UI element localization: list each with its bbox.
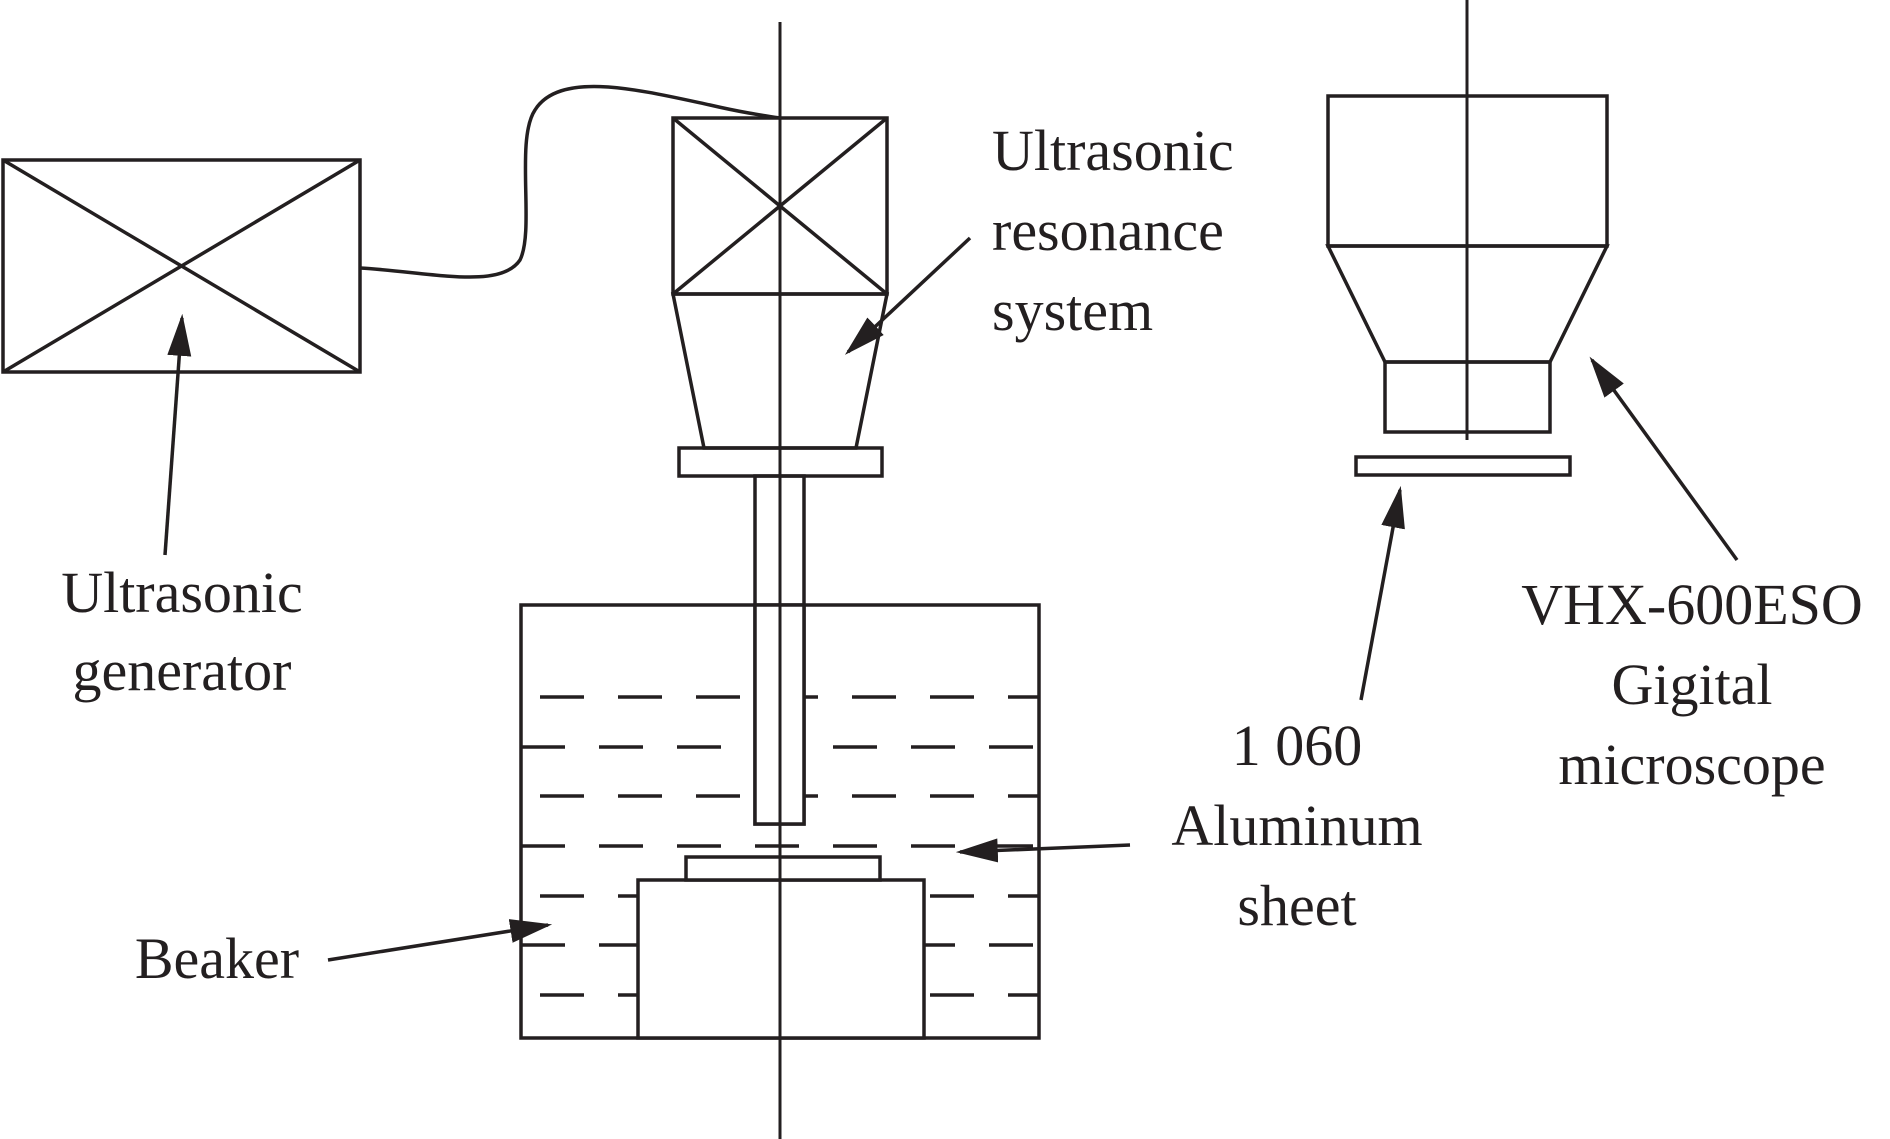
aluminum-sheet-under-microscope <box>1354 455 1572 477</box>
label-resonance-line-2: resonance <box>992 198 1224 263</box>
arrow-resonance-system <box>844 236 972 355</box>
label-aluminum-line-2: Aluminum <box>1171 793 1422 858</box>
label-aluminum-sheet: 1 060 Aluminum sheet <box>1171 713 1422 938</box>
label-microscope-line-1: VHX-600ESO <box>1521 572 1863 637</box>
label-ultrasonic-resonance-system: Ultrasonic resonance system <box>992 118 1234 343</box>
arrow-aluminum-sheet-microscope <box>1359 485 1405 701</box>
label-resonance-line-3: system <box>992 278 1153 343</box>
arrow-beaker <box>327 919 553 962</box>
label-ultrasonic-generator: Ultrasonic generator <box>61 560 303 703</box>
label-aluminum-line-3: sheet <box>1237 873 1356 938</box>
arrow-microscope <box>1589 356 1739 562</box>
label-beaker-line-1: Beaker <box>135 926 299 991</box>
label-microscope-line-3: microscope <box>1558 732 1825 797</box>
arrow-ultrasonic-generator <box>163 313 192 556</box>
connection-cable <box>359 84 781 279</box>
digital-microscope <box>1325 0 1610 440</box>
label-aluminum-line-1: 1 060 <box>1232 713 1363 778</box>
label-microscope: VHX-600ESO Gigital microscope <box>1521 572 1863 797</box>
label-resonance-line-1: Ultrasonic <box>992 118 1234 183</box>
label-beaker: Beaker <box>135 926 299 991</box>
aluminum-sheet-in-beaker <box>684 855 882 882</box>
ultrasonic-generator <box>1 158 362 374</box>
label-microscope-line-2: Gigital <box>1611 652 1772 717</box>
label-ultrasonic-generator-line-2: generator <box>73 638 292 703</box>
label-ultrasonic-generator-line-1: Ultrasonic <box>61 560 303 625</box>
arrow-aluminum-sheet-beaker <box>955 838 1131 863</box>
